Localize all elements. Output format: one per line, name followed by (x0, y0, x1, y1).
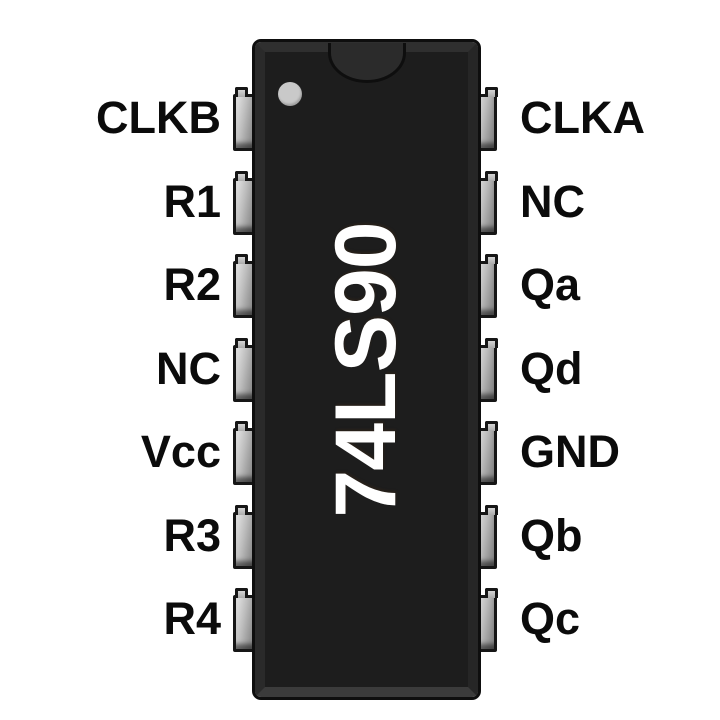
pin-label-left-3: R2 (163, 258, 221, 310)
ic-pin-left-7 (233, 588, 257, 652)
pin-label-left-1: CLKB (96, 91, 221, 143)
ic-pin-left-1 (233, 87, 257, 151)
ic-chip-body: 74LS90 (252, 39, 481, 700)
pin-label-right-4: Qd (520, 342, 583, 394)
pin-label-right-3: Qa (520, 258, 581, 310)
orientation-notch (327, 43, 406, 83)
ic-pin-left-6 (233, 505, 257, 569)
ic-pin-left-3 (233, 254, 257, 318)
pin-label-right-5: GND (520, 425, 620, 477)
ic-pin-left-5 (233, 421, 257, 485)
pin-label-right-2: NC (520, 175, 585, 227)
pin-label-left-6: R3 (163, 509, 221, 561)
pin-label-right-6: Qb (520, 509, 583, 561)
part-number-label: 74LS90 (318, 222, 414, 518)
pin-label-right-1: CLKA (520, 91, 645, 143)
ic-pin-left-2 (233, 171, 257, 235)
pin-label-left-7: R4 (163, 592, 221, 644)
pin1-indicator-dot (278, 82, 302, 106)
pin-label-right-7: Qc (520, 592, 581, 644)
pin-label-left-4: NC (156, 342, 221, 394)
ic-pin-left-4 (233, 338, 257, 402)
pin-label-left-5: Vcc (140, 425, 221, 477)
pin-label-left-2: R1 (163, 175, 221, 227)
